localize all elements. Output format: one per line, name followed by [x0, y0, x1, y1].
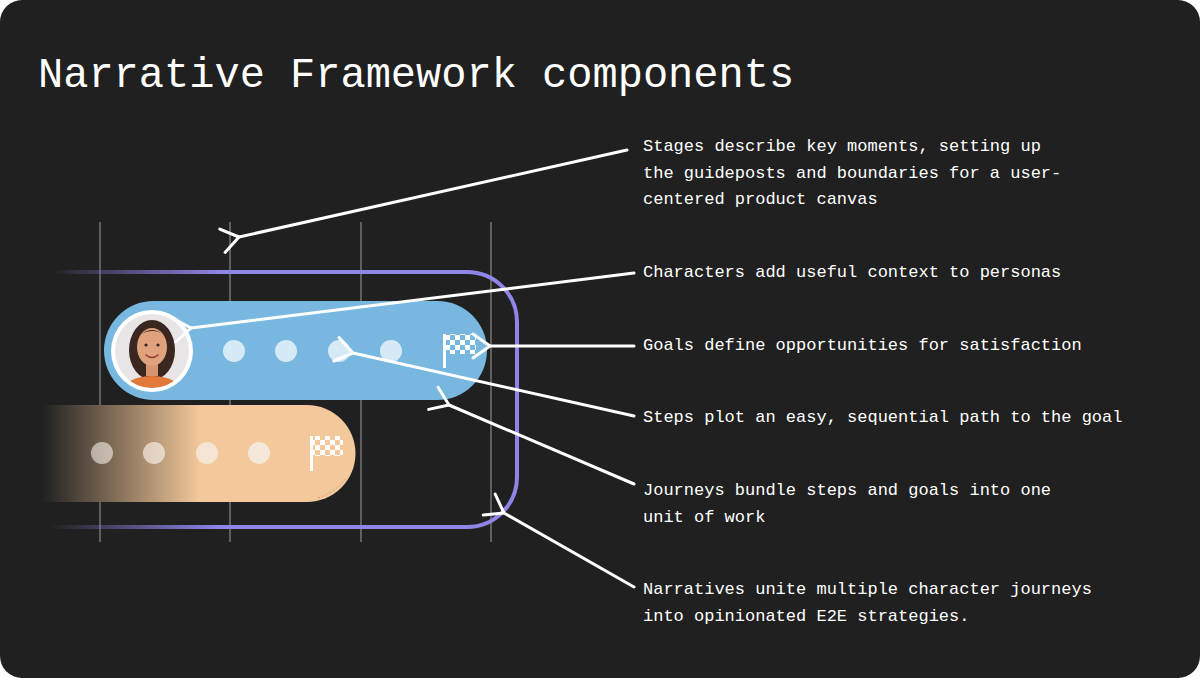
- callout-text: Journeys bundle steps and goals into one…: [643, 478, 1063, 531]
- callout-text: Steps plot an easy, sequential path to t…: [643, 405, 1173, 432]
- callout-text: Goals define opportunities for satisfact…: [643, 333, 1163, 360]
- callout-text: Characters add useful context to persona…: [643, 260, 1163, 287]
- diagram-title: Narrative Framework components: [38, 50, 794, 102]
- character-avatar: [110, 310, 200, 410]
- leader-arrows: [191, 150, 634, 587]
- callout-text: Stages describe key moments, setting up …: [643, 134, 1063, 214]
- journey-bar: [42, 405, 356, 502]
- step-dots: [91, 442, 270, 464]
- goal-flag: [443, 334, 476, 368]
- trim-line: [318, 478, 346, 498]
- callout-text: Narratives unite multiple character jour…: [643, 577, 1113, 630]
- goal-flag: [310, 436, 343, 471]
